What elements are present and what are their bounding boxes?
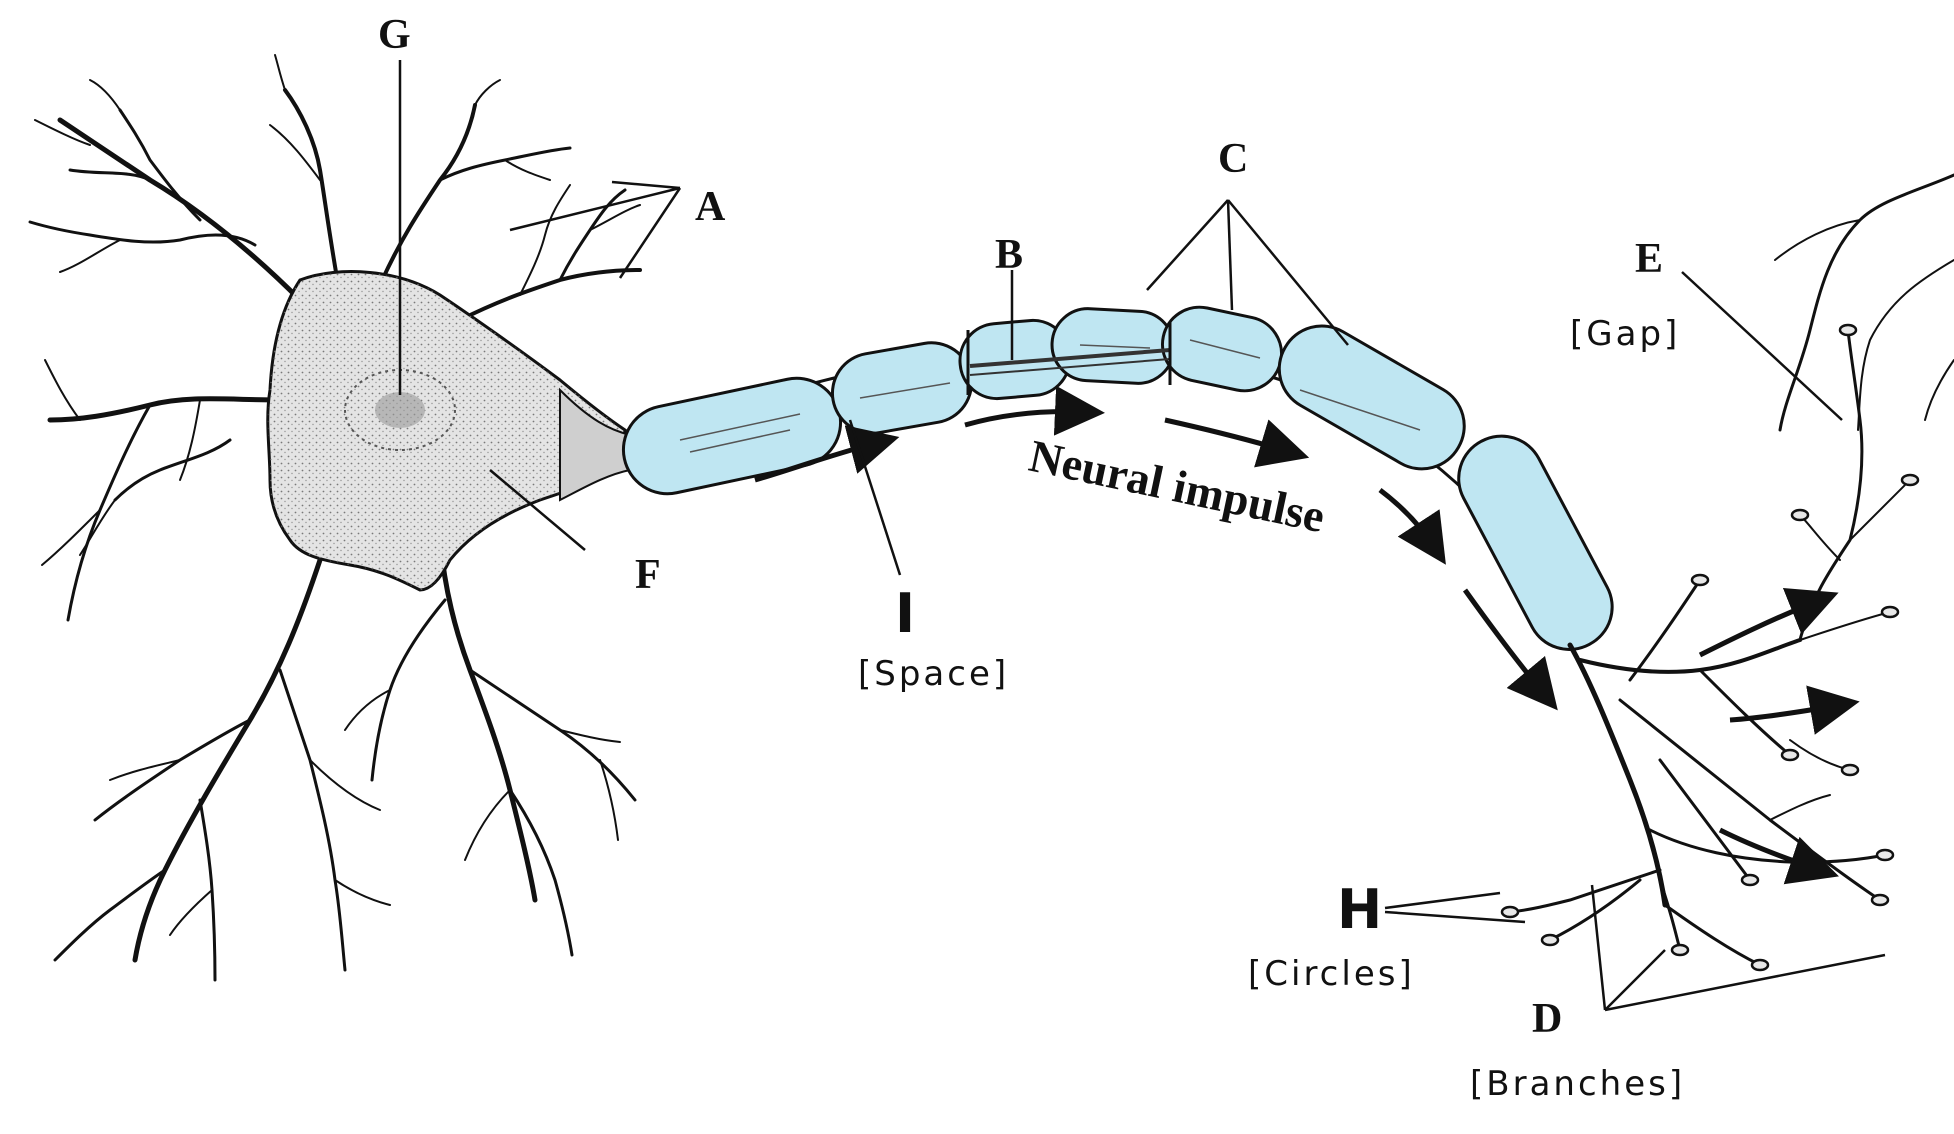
label-d: D bbox=[1532, 996, 1562, 1042]
annotation-space: [Space] bbox=[858, 654, 1009, 694]
axon-terminal bbox=[1508, 173, 1954, 967]
terminal-boutons bbox=[1500, 323, 1920, 972]
annotation-branches: [Branches] bbox=[1470, 1064, 1685, 1104]
label-a: A bbox=[695, 184, 726, 230]
label-f: F bbox=[635, 552, 661, 598]
label-h: H bbox=[1337, 878, 1382, 941]
annotation-circles: [Circles] bbox=[1248, 954, 1415, 994]
label-i: I bbox=[895, 582, 915, 645]
annotation-gap: [Gap] bbox=[1570, 314, 1680, 354]
impulse-arrow bbox=[754, 385, 1860, 885]
label-c: C bbox=[1218, 136, 1248, 182]
label-e: E bbox=[1635, 236, 1663, 282]
leader-lines bbox=[398, 60, 1886, 1012]
label-b: B bbox=[995, 232, 1023, 278]
dendrite-tree bbox=[28, 54, 642, 982]
neuron-soma bbox=[266, 270, 627, 592]
label-g: G bbox=[378, 12, 411, 58]
impulse-label: Neural impulse bbox=[1025, 430, 1329, 542]
myelin-detail bbox=[679, 322, 1421, 453]
